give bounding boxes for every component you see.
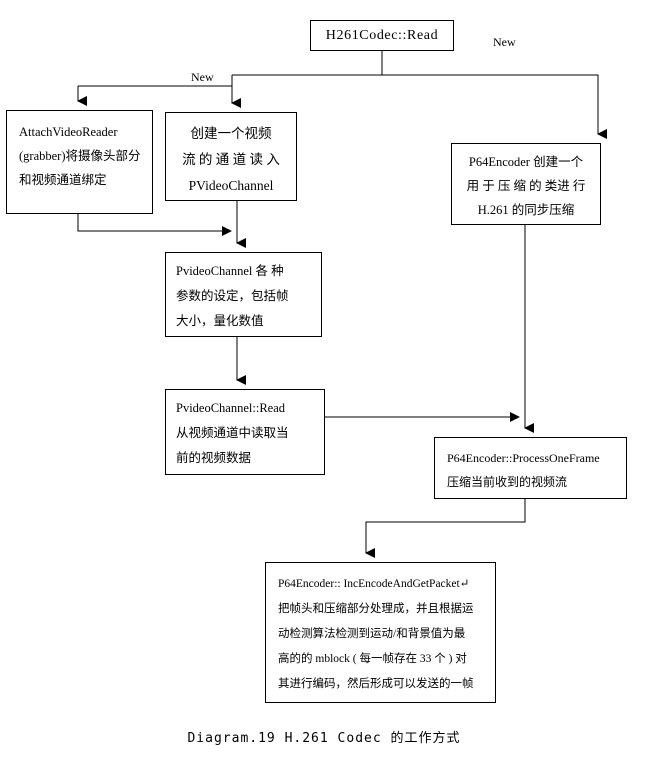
node-inc-encode-and-get-packet[interactable]: P64Encoder:: IncEncodeAndGetPacket↵ 把帧头和… [265,562,496,703]
node-line: 和视频通道绑定 [19,173,107,187]
node-create-video-channel[interactable]: 创建一个视频 流 的 通 道 读 入 PVideoChannel [165,112,297,201]
node-line: 参数的设定，包括帧 [176,289,289,303]
node-process-one-frame[interactable]: P64Encoder::ProcessOneFrame 压缩当前收到的视频流 [434,437,627,499]
node-line: PvideoChannel::Read [176,401,286,415]
node-line: P64Encoder::ProcessOneFrame [447,451,600,465]
node-line: (grabber)将摄像头部分 [19,149,141,163]
node-line: 压缩当前收到的视频流 [447,475,568,489]
node-line: 动检测算法检测到运动/和背景值为最 [278,628,466,640]
node-pvideochannel-params[interactable]: PvideoChannel 各 种 参数的设定，包括帧 大小，量化数值 [165,252,322,337]
node-line: 前的视频数据 [176,451,252,465]
edge-label-new-right: New [490,35,519,50]
node-line: PvideoChannel 各 种 [176,264,284,278]
node-line: 把帧头和压缩部分处理成，并且根据运 [278,603,474,615]
node-line: AttachVideoReader [19,125,118,139]
node-line: P64Encoder:: IncEncodeAndGetPacket↵ [278,578,470,590]
node-line: PVideoChannel [188,178,274,193]
node-line: H.261 的同步压缩 [477,203,575,217]
node-h261codec-read[interactable]: H261Codec::Read [310,20,454,51]
node-line: P64Encoder 创建一个 [468,155,584,169]
node-line: 流 的 通 道 读 入 [182,152,280,167]
node-line: 用 于 压 缩 的 类进 行 [466,179,586,193]
node-line: 大小，量化数值 [176,314,264,328]
node-attach-video-reader[interactable]: AttachVideoReader (grabber)将摄像头部分 和视频通道绑… [6,110,153,214]
node-line: 创建一个视频 [190,126,272,141]
node-p64encoder[interactable]: P64Encoder 创建一个 用 于 压 缩 的 类进 行 H.261 的同步… [451,143,601,225]
node-line: H261Codec::Read [325,27,439,43]
diagram-caption: Diagram.19 H.261 Codec 的工作方式 [187,731,461,746]
edge-label-new-left: New [188,70,217,85]
node-pvideochannel-read[interactable]: PvideoChannel::Read 从视频通道中读取当 前的视频数据 [165,389,325,475]
node-line: 其进行编码，然后形成可以发送的一帧 [278,678,474,690]
node-line: 高的的 mblock ( 每一帧存在 33 个 ) 对 [278,653,467,665]
node-line: 从视频通道中读取当 [176,426,289,440]
